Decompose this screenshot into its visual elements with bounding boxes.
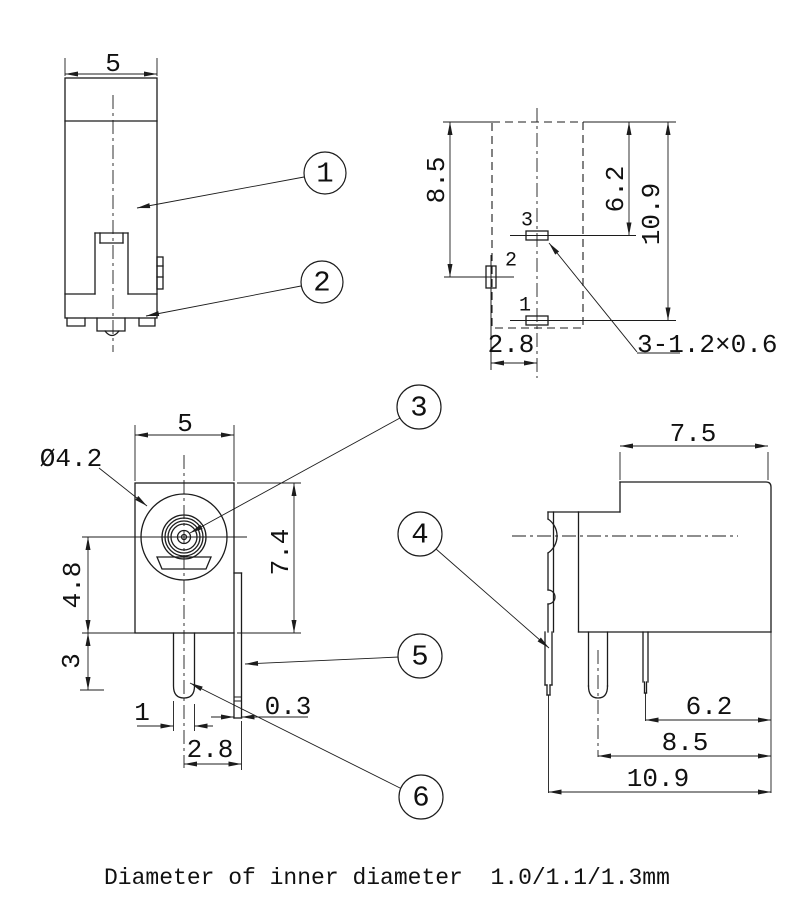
dim-7p4: 7.4 [237,482,301,634]
dim-10p9: 10.9 [637,122,671,321]
callout-3-bubble [396,384,442,430]
dim-label-width: 5 [105,49,121,79]
view-front: 5 Ø4.2 7.4 4.8 3 [40,384,550,820]
dim-label-7p5: 7.5 [670,419,717,449]
dim-width-5: 5 [64,49,158,79]
callout-6-bubble [398,774,444,820]
dim-3: 3 [57,633,104,691]
callout-6-label: 6 [412,782,429,815]
callout-5-label: 5 [411,641,428,674]
pin3-label: 3 [521,210,533,233]
pad-pin3 [525,230,549,241]
dim-label-7p4: 7.4 [266,529,296,576]
front-geometry [82,455,247,768]
pin1-label: 1 [519,295,531,318]
slot-note: 3-1.2×0.6 [548,242,777,360]
view-side-pins: 7.5 6.2 8.5 10.9 [512,419,772,795]
dim-label-side-6p2: 6.2 [686,692,733,722]
dim-label-front-2p8: 2.8 [187,735,234,765]
dim-2p8: 2.8 [488,297,537,370]
pin2-label: 2 [505,250,517,273]
pad-pin2 [485,265,497,289]
callout-6: 6 [189,682,444,820]
callout-4-bubble [397,511,443,557]
callout-5-bubble [397,633,443,679]
dim-7p5: 7.5 [619,419,769,480]
caption-text: Diameter of inner diameter 1.0/1.1/1.3mm [104,865,670,891]
dim-side-6p2: 6.2 [645,692,771,723]
callout-2-label: 2 [313,267,330,300]
dim-barrel-dia: Ø4.2 [40,444,148,507]
callout-3: 3 [189,384,442,534]
side-elevation-geometry [64,77,164,352]
callout-3-label: 3 [410,392,427,425]
footprint-outline [491,121,584,329]
pad-pin1 [525,315,549,326]
callout-1-bubble [303,151,347,195]
callout-1: 1 [136,151,347,209]
dim-0p3: 0.3 [211,692,311,722]
slot-note-label: 3-1.2×0.6 [637,330,777,360]
dim-label-side-8p5: 8.5 [662,728,709,758]
dim-label-front-width: 5 [177,409,193,439]
dim-1: 1 [134,698,213,731]
callout-4: 4 [397,511,550,649]
callout-2: 2 [145,260,344,317]
dim-label-6p2: 6.2 [601,166,631,213]
dim-label-side-10p9: 10.9 [627,764,689,794]
view-side-elevation: 5 1 2 [64,49,347,352]
dim-4p8: 4.8 [58,537,135,634]
callout-4-label: 4 [411,519,428,552]
dim-label-1: 1 [134,698,150,728]
dim-front-width: 5 [134,409,235,481]
side-pins-geometry [512,481,772,757]
dim-side-10p9: 10.9 [548,764,771,795]
barrel-bottom-tab [156,556,212,570]
dim-label-0p3: 0.3 [265,692,312,722]
callout-5: 5 [244,633,443,679]
dim-label-barrel-dia: Ø4.2 [40,444,102,474]
view-footprint: 3 2 1 8.5 6.2 10.9 2.8 [422,108,777,378]
dim-side-8p5: 8.5 [598,728,771,759]
dim-label-3: 3 [57,653,87,669]
dim-label-10p9: 10.9 [637,183,667,245]
dim-label-8p5: 8.5 [422,157,452,204]
dim-8p5: 8.5 [422,122,453,277]
dim-6p2: 6.2 [601,122,632,236]
dim-front-2p8: 2.8 [184,721,242,770]
dim-label-2p8: 2.8 [488,330,535,360]
dim-label-4p8: 4.8 [58,562,88,609]
callout-1-label: 1 [316,158,333,191]
callout-2-bubble [300,260,344,304]
